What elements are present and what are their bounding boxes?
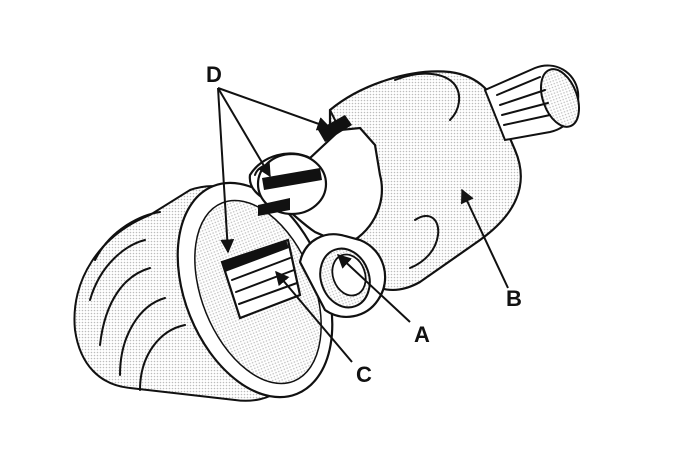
upper-roller <box>256 152 328 216</box>
output-splined-shaft <box>483 64 580 142</box>
leader-c <box>275 270 353 363</box>
outer-housing <box>328 70 522 291</box>
leader-d-2 <box>217 87 271 178</box>
callout-c: C <box>356 362 372 387</box>
joint-ball <box>298 233 387 318</box>
callout-d: D <box>206 62 222 87</box>
leader-lines <box>217 87 509 363</box>
spider-spline <box>220 238 302 320</box>
leader-d-3 <box>217 87 235 254</box>
callout-b: B <box>506 286 522 311</box>
leader-d-1 <box>217 87 332 131</box>
callout-a: A <box>414 322 430 347</box>
leader-a <box>336 254 411 323</box>
leader-b <box>461 188 509 289</box>
